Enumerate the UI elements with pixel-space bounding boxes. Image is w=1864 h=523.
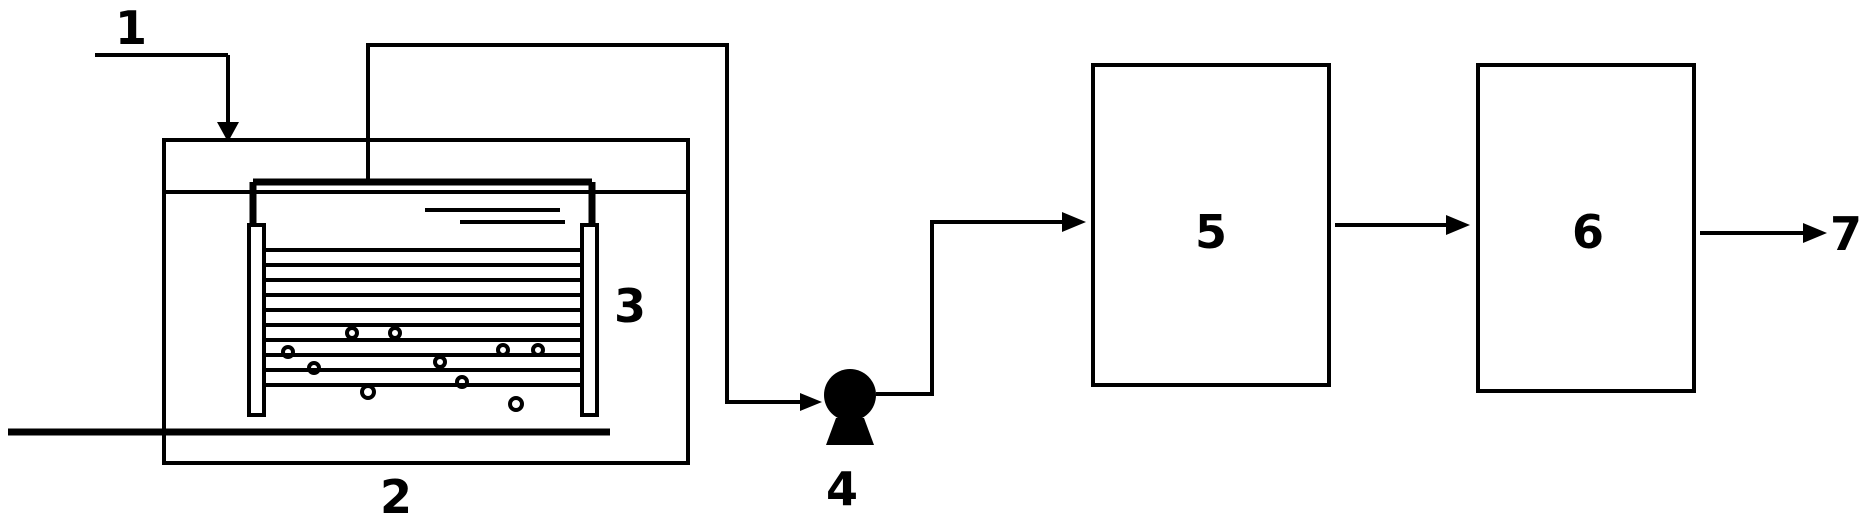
inlet-arrow [95,53,239,142]
label-1: 1 [115,1,147,55]
module-frame-right [580,223,599,417]
tank [162,138,690,465]
label-7: 7 [1830,207,1862,261]
label-6: 6 [1572,205,1604,259]
pump-outlet-pipe [876,220,1072,396]
label-4: 4 [826,462,858,516]
label-2: 2 [380,470,412,523]
permeate-pipe [366,43,810,404]
label-3: 3 [614,279,646,333]
module-frame-left [247,223,266,417]
unit-6-box [1476,63,1696,393]
label-5: 5 [1195,205,1227,259]
pump-icon [824,369,876,445]
unit-5-box [1091,63,1331,387]
membrane-module [247,178,599,417]
membrane-sheets [266,248,580,387]
air-bubbles [281,326,545,412]
